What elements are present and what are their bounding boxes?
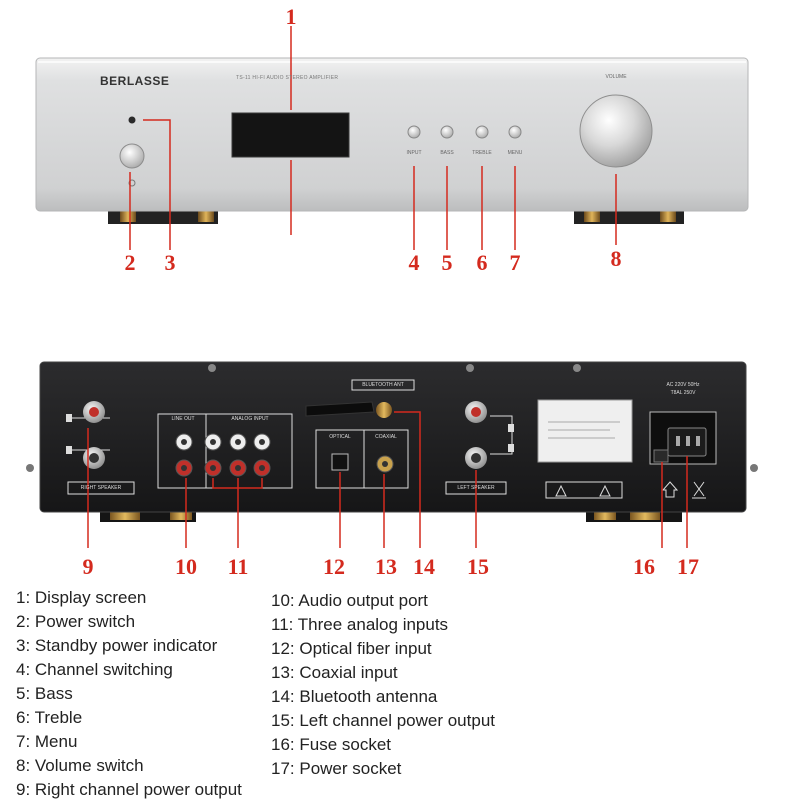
callout-1: 1 xyxy=(285,4,297,29)
optical-input-port[interactable] xyxy=(331,453,349,471)
callout-line-14 xyxy=(394,411,421,548)
bass-button[interactable] xyxy=(440,125,454,139)
spec-label-sticker xyxy=(537,399,633,463)
front-foot-right xyxy=(574,208,684,224)
right-speaker-label: RIGHT SPEAKER xyxy=(80,485,122,491)
rear-foot-left-gold-2 xyxy=(170,510,192,520)
front-foot-left-gold xyxy=(120,210,136,222)
legend-right-column: 10: Audio output port 11: Three analog i… xyxy=(271,589,495,781)
input-button[interactable] xyxy=(407,125,421,139)
front-panel-figure xyxy=(35,26,749,250)
power-switch-button[interactable] xyxy=(119,143,145,169)
model-label: TS-11 HI-FI AUDIO STEREO AMPLIFIER xyxy=(236,75,339,81)
screw-icon xyxy=(466,364,474,372)
left-speaker-label: LEFT SPEAKER xyxy=(457,485,495,491)
bluetooth-label: BLUETOOTH ANT xyxy=(362,382,404,388)
legend-item: 2: Power switch xyxy=(16,612,136,631)
callout-7: 7 xyxy=(509,250,521,275)
warning-triangle-icon xyxy=(555,484,567,497)
screw-icon xyxy=(750,464,758,472)
legend-item: 7: Menu xyxy=(16,732,78,751)
callout-12: 12 xyxy=(323,554,345,579)
volume-label: VOLUME xyxy=(605,74,627,80)
callout-2: 2 xyxy=(124,250,136,275)
legend-item: 1: Display screen xyxy=(16,588,147,607)
callout-17: 17 xyxy=(677,554,699,579)
front-foot-left-gold-2 xyxy=(198,210,214,222)
rca-jacks xyxy=(175,433,271,477)
optical-label: OPTICAL xyxy=(329,434,351,440)
home-symbol-icon xyxy=(661,481,679,498)
standby-indicator xyxy=(128,116,136,124)
callout-4: 4 xyxy=(408,250,420,275)
volume-knob[interactable] xyxy=(579,94,653,168)
menu-button-label: MENU xyxy=(507,150,523,156)
rear-panel-figure xyxy=(26,361,758,548)
callout-10: 10 xyxy=(175,554,197,579)
coaxial-label: COAXIAL xyxy=(375,434,397,440)
fuse-socket[interactable] xyxy=(653,449,669,463)
legend-item: 5: Bass xyxy=(16,684,73,703)
power-rating-label: AC 220V 50Hz xyxy=(666,382,700,388)
callout-13: 13 xyxy=(375,554,397,579)
callout-11: 11 xyxy=(227,554,249,579)
callout-6: 6 xyxy=(476,250,488,275)
screw-icon xyxy=(26,464,34,472)
right-speaker-label-box xyxy=(67,481,135,495)
callout-5: 5 xyxy=(441,250,453,275)
treble-button[interactable] xyxy=(475,125,489,139)
legend-item: 3: Standby power indicator xyxy=(16,636,218,655)
front-chassis xyxy=(35,57,749,212)
fuse-rating-label: T8AL 250V xyxy=(670,390,696,396)
legend-item: 10: Audio output port xyxy=(271,591,428,610)
coaxial-box xyxy=(363,429,409,489)
line-out-label: LINE OUT xyxy=(171,416,195,422)
bass-button-label: BASS xyxy=(440,150,454,156)
legend-item: 4: Channel switching xyxy=(16,660,173,679)
brand-logo: BERLASSE xyxy=(100,74,170,88)
legend-item: 16: Fuse socket xyxy=(271,735,392,754)
menu-button[interactable] xyxy=(508,125,522,139)
callout-15: 15 xyxy=(467,554,489,579)
bluetooth-label-box xyxy=(351,379,415,391)
callout-8: 8 xyxy=(610,246,622,271)
caution-label xyxy=(545,481,623,499)
callout-14: 14 xyxy=(413,554,435,579)
legend-item: 13: Coaxial input xyxy=(271,663,398,682)
callout-3: 3 xyxy=(164,250,176,275)
power-symbol-icon xyxy=(128,179,136,187)
legend-item: 17: Power socket xyxy=(271,759,402,778)
front-foot-right-gold-2 xyxy=(660,210,676,222)
legend-item: 8: Volume switch xyxy=(16,756,144,775)
screw-icon xyxy=(573,364,581,372)
bluetooth-antenna[interactable] xyxy=(305,401,392,418)
callout-16: 16 xyxy=(633,554,655,579)
input-button-label: INPUT xyxy=(406,150,422,156)
callout-9: 9 xyxy=(82,554,94,579)
weee-bin-icon xyxy=(692,481,706,499)
analog-input-label: ANALOG INPUT xyxy=(231,416,269,422)
rear-foot-right-gold-2 xyxy=(630,510,660,520)
display-screen xyxy=(231,112,350,158)
legend-item: 6: Treble xyxy=(16,708,83,727)
legend-item: 12: Optical fiber input xyxy=(271,639,432,658)
legend-item: 11: Three analog inputs xyxy=(271,615,449,634)
callout-line-3 xyxy=(143,119,171,250)
legend-item: 9: Right channel power output xyxy=(16,780,242,799)
legend-left-column: 1: Display screen 2: Power switch 3: Sta… xyxy=(16,586,242,800)
rear-foot-right-gold xyxy=(594,510,616,520)
screw-icon xyxy=(208,364,216,372)
legend-item: 15: Left channel power output xyxy=(271,711,495,730)
legend-item: 14: Bluetooth antenna xyxy=(271,687,438,706)
warning-triangle-icon xyxy=(599,484,611,497)
rear-foot-left-gold xyxy=(110,510,140,520)
treble-button-label: TREBLE xyxy=(472,150,492,156)
front-foot-right-gold xyxy=(584,210,600,222)
